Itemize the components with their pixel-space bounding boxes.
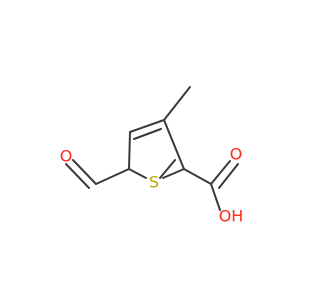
bond-c4-c5 [128, 131, 131, 170]
bond-cooh-oh [210, 183, 221, 211]
sulfur-label: S [149, 173, 159, 192]
bond-c5-s [128, 168, 147, 179]
hydroxyl-label: OH [219, 207, 244, 226]
bond-cooh-o-inner [218, 163, 239, 189]
aldehyde-oxygen-label: O [60, 147, 73, 166]
bond-c2-cooh [183, 168, 212, 185]
bond-methyl [163, 86, 191, 121]
bond-cho-o-outer [72, 159, 97, 185]
bond-s-c2 [162, 168, 185, 179]
bond-c3-c4-inner [133, 128, 162, 140]
bond-c3-c2 [163, 119, 185, 170]
bond-c5-cho [95, 168, 130, 185]
bond-cooh-o-outer [210, 160, 231, 185]
molecule-diagram: S O O OH [60, 86, 244, 226]
bond-cho-o-inner [65, 163, 90, 189]
carbonyl-oxygen-label: O [230, 145, 243, 164]
bond-c3-c4 [129, 119, 165, 133]
bond-c2-c5-inner [159, 159, 176, 179]
